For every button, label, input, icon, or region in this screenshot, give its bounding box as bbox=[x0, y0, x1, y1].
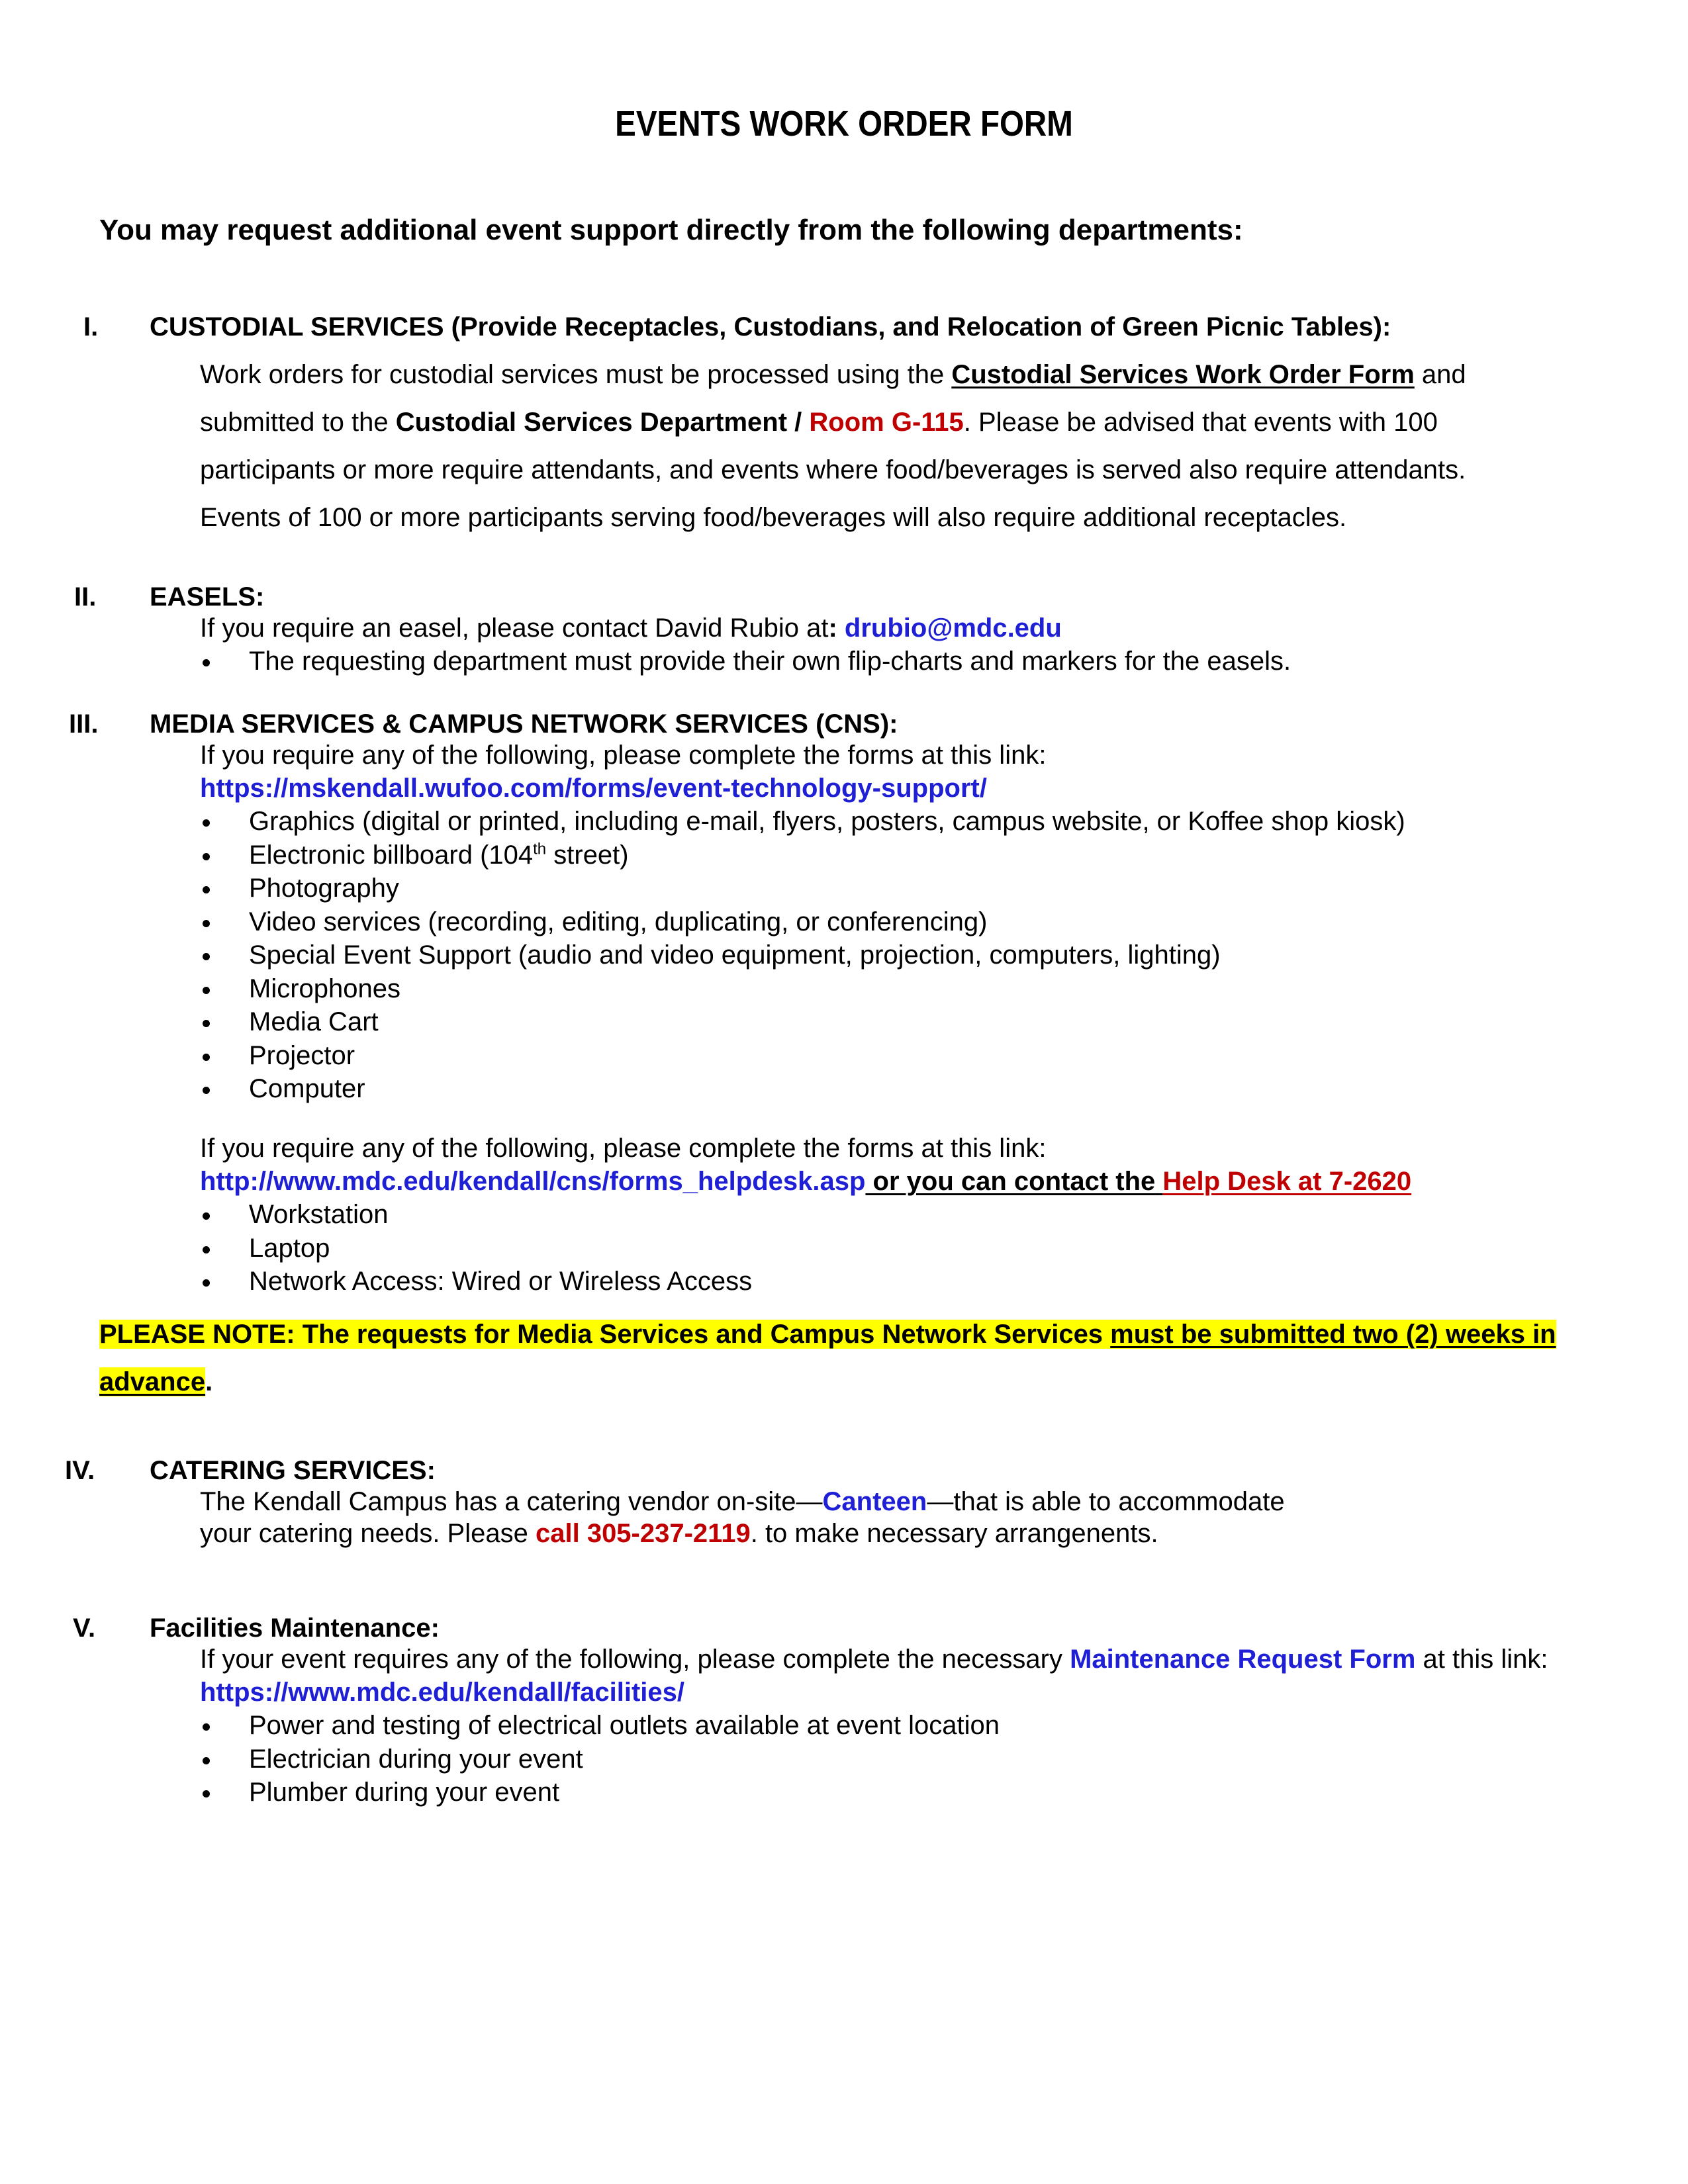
custodial-text-2: and submitted to the bbox=[200, 360, 1466, 437]
custodial-text-1: Work orders for custodial services must … bbox=[200, 360, 952, 389]
bullet-icon bbox=[203, 919, 210, 927]
easel-contact-line: If you require an easel, please contact … bbox=[200, 612, 1062, 645]
list-item: Electronic billboard (104th street) bbox=[200, 839, 1405, 872]
list-item: Special Event Support (audio and video e… bbox=[200, 938, 1405, 972]
list-item: Video services (recording, editing, dupl… bbox=[200, 905, 1405, 939]
section-5-heading: Facilities Maintenance: bbox=[150, 1614, 440, 1643]
facilities-intro: If your event requires any of the follow… bbox=[200, 1645, 1548, 1674]
bullet-icon bbox=[203, 1053, 210, 1061]
media-bullet-list: Graphics (digital or printed, including … bbox=[200, 805, 1405, 1106]
list-item: Photography bbox=[200, 872, 1405, 905]
ordinal-suffix: th bbox=[533, 840, 547, 858]
bullet-icon bbox=[203, 819, 210, 827]
custodial-paragraph: Work orders for custodial services must … bbox=[200, 351, 1544, 541]
network-bullet-list: Workstation Laptop Network Access: Wired… bbox=[200, 1198, 752, 1298]
catering-line-2: your catering needs. Please call 305-237… bbox=[200, 1519, 1158, 1548]
media-intro-2: If you require any of the following, ple… bbox=[200, 1134, 1047, 1163]
easel-email-link[interactable]: drubio@mdc.edu bbox=[844, 614, 1062, 643]
section-5-numeral: V. bbox=[73, 1614, 96, 1643]
list-item: Laptop bbox=[200, 1232, 752, 1265]
helpdesk-contact-text: or you can contact the bbox=[865, 1167, 1163, 1196]
helpdesk-line: http://www.mdc.edu/kendall/cns/forms_hel… bbox=[200, 1165, 1411, 1198]
list-item: The requesting department must provide t… bbox=[200, 645, 1291, 678]
list-item: Microphones bbox=[200, 972, 1405, 1006]
bullet-icon bbox=[203, 986, 210, 994]
helpdesk-phone[interactable]: Help Desk at 7-2620 bbox=[1162, 1167, 1412, 1196]
bullet-icon bbox=[203, 1020, 210, 1027]
custodial-text-3: . Please be advised that events with 100… bbox=[200, 408, 1466, 532]
bullet-icon bbox=[203, 852, 210, 860]
section-3-numeral: III. bbox=[69, 709, 99, 739]
please-note: PLEASE NOTE: The requests for Media Serv… bbox=[99, 1310, 1595, 1406]
catering-phone: call 305-237-2119 bbox=[535, 1519, 751, 1548]
helpdesk-form-link[interactable]: http://www.mdc.edu/kendall/cns/forms_hel… bbox=[200, 1167, 866, 1196]
list-item: Graphics (digital or printed, including … bbox=[200, 805, 1405, 839]
easel-contact-text: If you require an easel, please contact … bbox=[200, 614, 829, 643]
section-4-heading: CATERING SERVICES: bbox=[150, 1456, 436, 1485]
bullet-icon bbox=[203, 1087, 210, 1094]
section-3-heading: MEDIA SERVICES & CAMPUS NETWORK SERVICES… bbox=[150, 709, 898, 739]
easel-bullet-list: The requesting department must provide t… bbox=[200, 645, 1291, 678]
maintenance-form-name: Maintenance Request Form bbox=[1070, 1645, 1416, 1674]
list-item: Plumber during your event bbox=[200, 1776, 1000, 1809]
custodial-form-link[interactable]: Custodial Services Work Order Form bbox=[951, 360, 1415, 389]
intro-heading: You may request additional event support… bbox=[99, 214, 1243, 246]
custodial-room: Room G-115 bbox=[809, 408, 964, 437]
list-item: Media Cart bbox=[200, 1005, 1405, 1039]
section-1-heading: CUSTODIAL SERVICES (Provide Receptacles,… bbox=[150, 312, 1391, 341]
catering-line-1: The Kendall Campus has a catering vendor… bbox=[200, 1487, 1285, 1516]
bullet-icon bbox=[203, 886, 210, 893]
bullet-icon bbox=[203, 659, 210, 666]
media-intro-1: If you require any of the following, ple… bbox=[200, 741, 1047, 770]
list-item: Electrician during your event bbox=[200, 1743, 1000, 1776]
list-item: Projector bbox=[200, 1039, 1405, 1073]
bullet-icon bbox=[203, 1279, 210, 1287]
bullet-icon bbox=[203, 953, 210, 960]
note-lead: PLEASE NOTE: The requests for Media Serv… bbox=[99, 1320, 1111, 1349]
custodial-department: Custodial Services Department / bbox=[395, 408, 810, 437]
facilities-link[interactable]: https://www.mdc.edu/kendall/facilities/ bbox=[200, 1678, 684, 1707]
easel-colon: : bbox=[828, 614, 837, 643]
list-item: Workstation bbox=[200, 1198, 752, 1232]
bullet-icon bbox=[203, 1246, 210, 1253]
bullet-icon bbox=[203, 1723, 210, 1731]
section-4-numeral: IV. bbox=[65, 1456, 95, 1485]
bullet-icon bbox=[203, 1756, 210, 1764]
list-item: Computer bbox=[200, 1072, 1405, 1106]
bullet-icon bbox=[203, 1790, 210, 1797]
media-form-link[interactable]: https://mskendall.wufoo.com/forms/event-… bbox=[200, 774, 987, 803]
facilities-bullet-list: Power and testing of electrical outlets … bbox=[200, 1709, 1000, 1809]
section-1-numeral: I. bbox=[83, 312, 99, 341]
catering-vendor: Canteen bbox=[822, 1487, 927, 1516]
note-period: . bbox=[205, 1367, 213, 1396]
list-item: Network Access: Wired or Wireless Access bbox=[200, 1265, 752, 1298]
section-2-heading: EASELS: bbox=[150, 582, 265, 612]
document-title: EVENTS WORK ORDER FORM bbox=[615, 104, 1073, 144]
bullet-icon bbox=[203, 1212, 210, 1220]
section-2-numeral: II. bbox=[74, 582, 97, 612]
list-item: Power and testing of electrical outlets … bbox=[200, 1709, 1000, 1743]
